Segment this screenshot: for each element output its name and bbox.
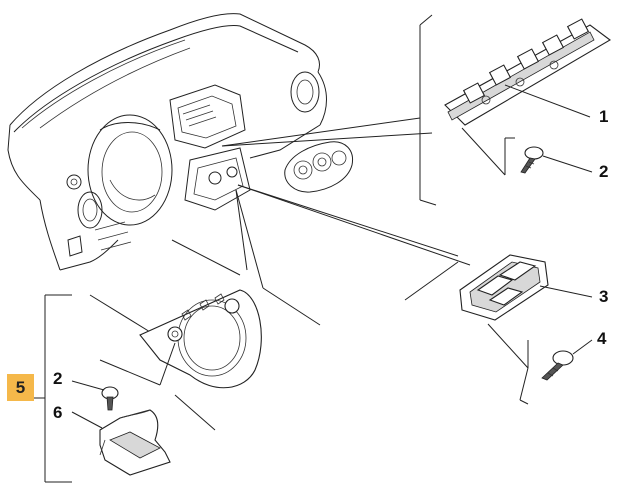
group-5-bracket (34, 294, 216, 483)
callout-part-4: 4 (597, 329, 607, 348)
part-2b-screw (71, 380, 119, 411)
callout-part-6: 6 (53, 403, 63, 422)
dashboard-outline (7, 13, 327, 271)
callout-part-2b: 2 (53, 369, 63, 388)
callout-part-3: 3 (599, 287, 609, 306)
callout-part-2a: 2 (599, 162, 609, 181)
part-6-switch-unit (71, 409, 171, 476)
group-5-badge: 5 (7, 374, 34, 401)
part-3-switch-module (459, 254, 593, 321)
callout-part-1: 1 (599, 107, 609, 126)
part-2a-screw (520, 146, 593, 174)
trim-bezel (139, 289, 262, 389)
part-4-screw (541, 339, 593, 381)
part-1-switch-bar (444, 18, 611, 126)
leader-lines (171, 14, 529, 405)
climate-panel (284, 141, 354, 193)
